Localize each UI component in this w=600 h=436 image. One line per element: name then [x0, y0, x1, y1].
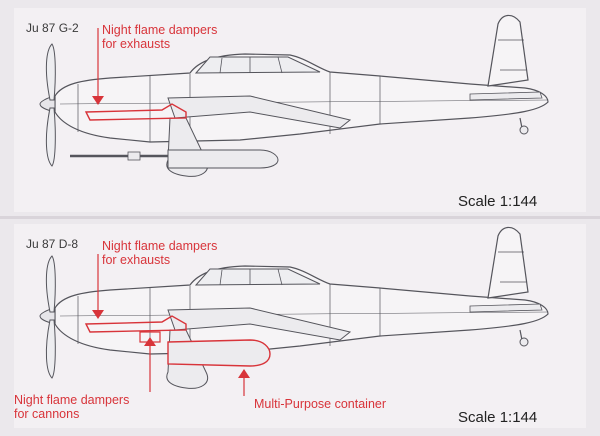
callout-exhausts-top-line1: Night flame dampers — [102, 23, 218, 37]
callout-cannons-line2: for cannons — [14, 407, 80, 421]
aircraft-ju87-g2 — [39, 14, 549, 177]
callout-container: Multi-Purpose container — [254, 397, 387, 411]
scale-label-bottom: Scale 1:144 — [458, 409, 538, 426]
callout-cannons-line1: Night flame dampers — [14, 393, 130, 407]
variant-label-g2: Ju 87 G-2 — [26, 21, 79, 35]
panel-divider — [0, 216, 600, 219]
scale-label-top: Scale 1:144 — [458, 193, 538, 210]
callout-exhausts-bottom-line1: Night flame dampers — [102, 239, 218, 253]
aircraft-ju87-d8 — [39, 226, 549, 396]
variant-label-d8: Ju 87 D-8 — [26, 237, 79, 251]
callout-exhausts-bottom-line2: for exhausts — [102, 253, 171, 267]
callout-exhausts-top-line2: for exhausts — [102, 37, 171, 51]
